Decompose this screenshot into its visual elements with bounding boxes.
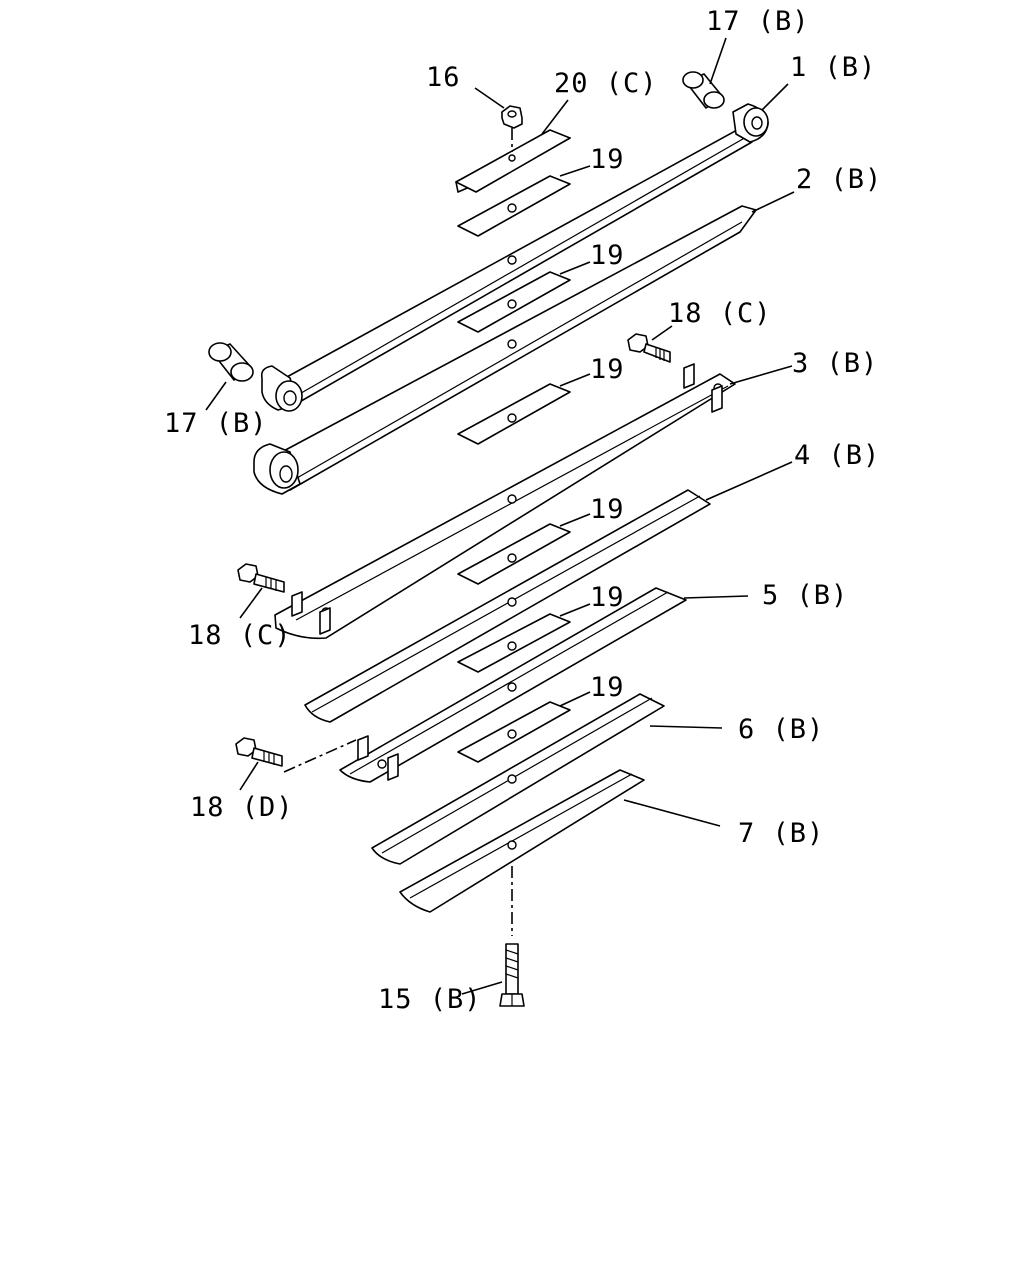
spring-eye-1-left: [260, 365, 303, 412]
leaf-spring-4: [304, 489, 711, 723]
spring-eye-1-right: [732, 103, 769, 143]
leaf-spring-6: [371, 693, 665, 865]
leader-lines: [205, 37, 795, 995]
callout-part-3: 3 (B): [792, 348, 878, 379]
callout-part-7: 7 (B): [738, 818, 824, 849]
spacer-plate-19: [457, 701, 571, 763]
callout-part-20: 20 (C): [554, 68, 658, 99]
callout-part-15: 15 (B): [378, 984, 482, 1015]
callout-part-17-top: 17 (B): [706, 6, 810, 37]
callout-part-18-bottom: 18 (D): [190, 792, 294, 823]
callout-part-16: 16: [426, 62, 461, 93]
callout-part-6: 6 (B): [738, 714, 824, 745]
callout-part-19: 19: [590, 582, 625, 613]
center-bolt-15: [499, 866, 525, 1007]
spacer-plate-19: [457, 175, 571, 237]
callout-part-1: 1 (B): [790, 52, 876, 83]
spacer-plate-19: [457, 271, 571, 333]
callout-part-18-left: 18 (C): [188, 620, 292, 651]
callout-part-19: 19: [590, 240, 625, 271]
spring-eye-2: [253, 443, 301, 495]
clip-5: [357, 735, 399, 781]
callout-part-19: 19: [590, 354, 625, 385]
nut-16: [501, 105, 523, 152]
spacer-plate-19: [457, 613, 571, 673]
callout-labels: 17 (B) 1 (B) 16 20 (C) 19 2 (B) 19 18 (C…: [164, 6, 882, 1015]
bolt-18-bottom: [235, 737, 357, 773]
leaf-spring-7: [399, 769, 645, 913]
spacer-plate-19: [457, 523, 571, 585]
clip-3-left: [291, 591, 331, 635]
bushing-17-top: [682, 71, 725, 109]
callout-part-18-top: 18 (C): [668, 298, 772, 329]
bolt-18-left: [237, 563, 285, 593]
bushing-17-left: [208, 342, 254, 382]
callout-part-19: 19: [590, 144, 625, 175]
bolt-18-top: [627, 333, 671, 363]
callout-part-5: 5 (B): [762, 580, 848, 611]
callout-part-4: 4 (B): [794, 440, 880, 471]
callout-part-19: 19: [590, 494, 625, 525]
callout-part-2: 2 (B): [796, 164, 882, 195]
spacer-plate-19: [457, 383, 571, 445]
callout-part-17-left: 17 (B): [164, 408, 268, 439]
leaf-spring-5: [339, 587, 687, 783]
callout-part-19: 19: [590, 672, 625, 703]
clip-3-right: [683, 363, 723, 413]
plate-20: [455, 129, 571, 193]
